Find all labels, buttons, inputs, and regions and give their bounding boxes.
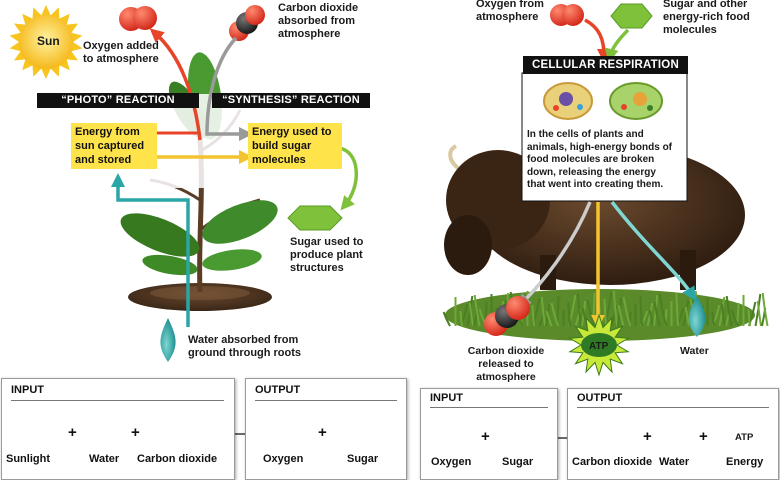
caption-carbon-dioxide: Carbon dioxide bbox=[137, 453, 218, 465]
output-divider-r bbox=[577, 407, 769, 408]
synthesis-reaction-header: “SYNTHESIS” REACTION bbox=[212, 93, 370, 108]
atp-burst-icon bbox=[568, 313, 630, 377]
soil-mound bbox=[128, 283, 272, 311]
water-drop-icon bbox=[160, 318, 176, 362]
plus-operator: + bbox=[699, 428, 708, 445]
input-divider-r bbox=[430, 407, 548, 408]
oxygen-release-arrow bbox=[149, 28, 202, 141]
photo-reaction-header: “PHOTO” REACTION bbox=[37, 93, 199, 108]
photosynthesis-output-panel: OUTPUT bbox=[245, 378, 407, 480]
animal-cell-icon bbox=[543, 82, 593, 120]
caption-energy: Energy bbox=[726, 456, 764, 468]
respiration-description: In the cells of plants and animals, high… bbox=[527, 129, 673, 190]
oxygen-molecule-icon bbox=[550, 4, 584, 26]
plant-cell-icon bbox=[609, 82, 663, 120]
cellular-respiration-header: CELLULAR RESPIRATION bbox=[523, 56, 688, 74]
atp-label: ATP bbox=[589, 341, 609, 352]
output-title-r: OUTPUT bbox=[577, 392, 623, 404]
oxygen-added-label: Oxygen added to atmosphere bbox=[83, 40, 159, 65]
sugar-intake-arrow bbox=[604, 28, 630, 63]
photosynthesis-input-panel: INPUT bbox=[1, 378, 235, 480]
co2-released-label: Carbon dioxide released to atmosphere bbox=[467, 345, 545, 383]
plus-operator: + bbox=[68, 424, 77, 441]
water-uptake-arrow bbox=[111, 173, 190, 327]
oxygen-from-label: Oxygen from atmosphere bbox=[476, 0, 544, 23]
co2-absorbed-label: Carbon dioxide absorbed from atmosphere bbox=[278, 2, 359, 40]
plus-operator: + bbox=[481, 428, 490, 445]
sun-disc bbox=[19, 15, 73, 69]
sugar-hexagon-icon bbox=[287, 205, 343, 231]
energy-captured-box: Energy from sun captured and stored bbox=[71, 123, 157, 169]
sugar-food-label: Sugar and other energy-rich food molecul… bbox=[663, 0, 750, 36]
caption-sugar: Sugar bbox=[347, 453, 379, 465]
water-release-arrow bbox=[610, 200, 696, 302]
caption-water: Water bbox=[89, 453, 120, 465]
caption-sugar-r: Sugar bbox=[502, 456, 534, 468]
caption-carbon-dioxide-r: Carbon dioxide bbox=[572, 456, 653, 468]
output-divider bbox=[255, 400, 397, 401]
respiration-input-panel: INPUT bbox=[420, 388, 558, 480]
plus-operator: + bbox=[131, 424, 140, 441]
plus-operator: + bbox=[318, 424, 327, 441]
input-title: INPUT bbox=[11, 384, 44, 396]
output-title: OUTPUT bbox=[255, 384, 301, 396]
oxygen-molecule-icon bbox=[119, 6, 157, 31]
energy-atp-badge: ATP bbox=[735, 432, 754, 443]
carbon-dioxide-molecule-icon bbox=[484, 296, 530, 336]
caption-oxygen: Oxygen bbox=[263, 453, 304, 465]
water-drop-icon bbox=[688, 296, 706, 337]
caption-oxygen-r: Oxygen bbox=[431, 456, 472, 468]
caption-sunlight: Sunlight bbox=[6, 453, 50, 465]
plus-operator: + bbox=[643, 428, 652, 445]
water-absorbed-label: Water absorbed from ground through roots bbox=[188, 334, 302, 359]
input-divider bbox=[11, 400, 224, 401]
sun-label: Sun bbox=[37, 34, 60, 48]
input-title-r: INPUT bbox=[430, 392, 463, 404]
water-label: Water bbox=[680, 345, 709, 357]
oxygen-intake-arrow bbox=[584, 18, 611, 63]
sugar-hexagon-icon bbox=[610, 3, 653, 29]
sugar-used-label: Sugar used to produce plant structures bbox=[290, 236, 364, 274]
co2-intake-arrow bbox=[205, 36, 253, 141]
respiration-output-panel: OUTPUT bbox=[567, 388, 779, 480]
co2-release-arrow bbox=[517, 201, 592, 308]
caption-water-r: Water bbox=[659, 456, 690, 468]
grass-patch bbox=[442, 289, 769, 341]
energy-used-box: Energy used to build sugar molecules bbox=[248, 123, 342, 169]
carbon-dioxide-molecule-icon bbox=[229, 5, 265, 41]
sugar-production-arrow bbox=[337, 146, 358, 211]
